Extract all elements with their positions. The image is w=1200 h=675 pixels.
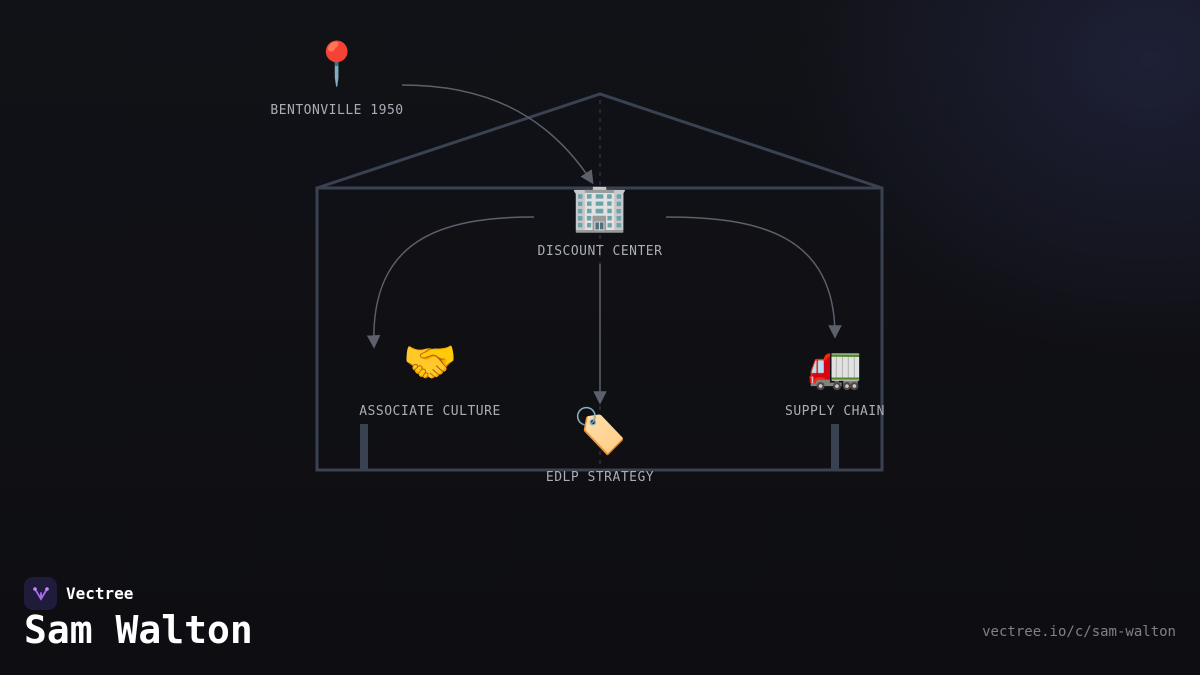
pin-icon: 📍 <box>311 39 363 88</box>
node-label-supply-chain: SUPPLY CHAIN <box>785 404 885 419</box>
node-label-bentonville: BENTONVILLE 1950 <box>270 103 403 118</box>
node-label-associate-culture: ASSOCIATE CULTURE <box>359 404 501 419</box>
store-outline <box>315 92 884 472</box>
right-pillar <box>831 424 839 470</box>
edge-discount-to-supply <box>665 216 842 339</box>
node-label-discount-center: DISCOUNT CENTER <box>538 244 663 259</box>
office-building-icon: 🏢 <box>571 180 628 234</box>
node-associate-culture: 🤝 ASSOCIATE CULTURE <box>359 337 501 419</box>
roof-line <box>316 92 883 190</box>
node-discount-center: 🏢 DISCOUNT CENTER <box>538 180 663 259</box>
node-supply-chain: 🚛 SUPPLY CHAIN <box>785 341 885 419</box>
edge-discount-to-associate <box>366 216 535 349</box>
page-title: Sam Walton <box>24 608 253 652</box>
handshake-icon: 🤝 <box>403 337 458 388</box>
vectree-logo-icon <box>24 577 57 610</box>
brand: Vectree <box>24 577 133 610</box>
edge-bentonville-to-discount <box>401 84 594 185</box>
node-label-edlp-strategy: EDLP STRATEGY <box>546 470 654 485</box>
edges <box>366 84 842 405</box>
node-bentonville: 📍 BENTONVILLE 1950 <box>270 39 403 118</box>
truck-icon: 🚛 <box>808 341 863 392</box>
source-url: vectree.io/c/sam-walton <box>982 624 1176 640</box>
brand-name: Vectree <box>66 584 134 603</box>
price-tag-icon: 🏷️ <box>573 406 628 457</box>
node-edlp-strategy: 🏷️ EDLP STRATEGY <box>546 406 654 485</box>
left-pillar <box>360 424 368 470</box>
